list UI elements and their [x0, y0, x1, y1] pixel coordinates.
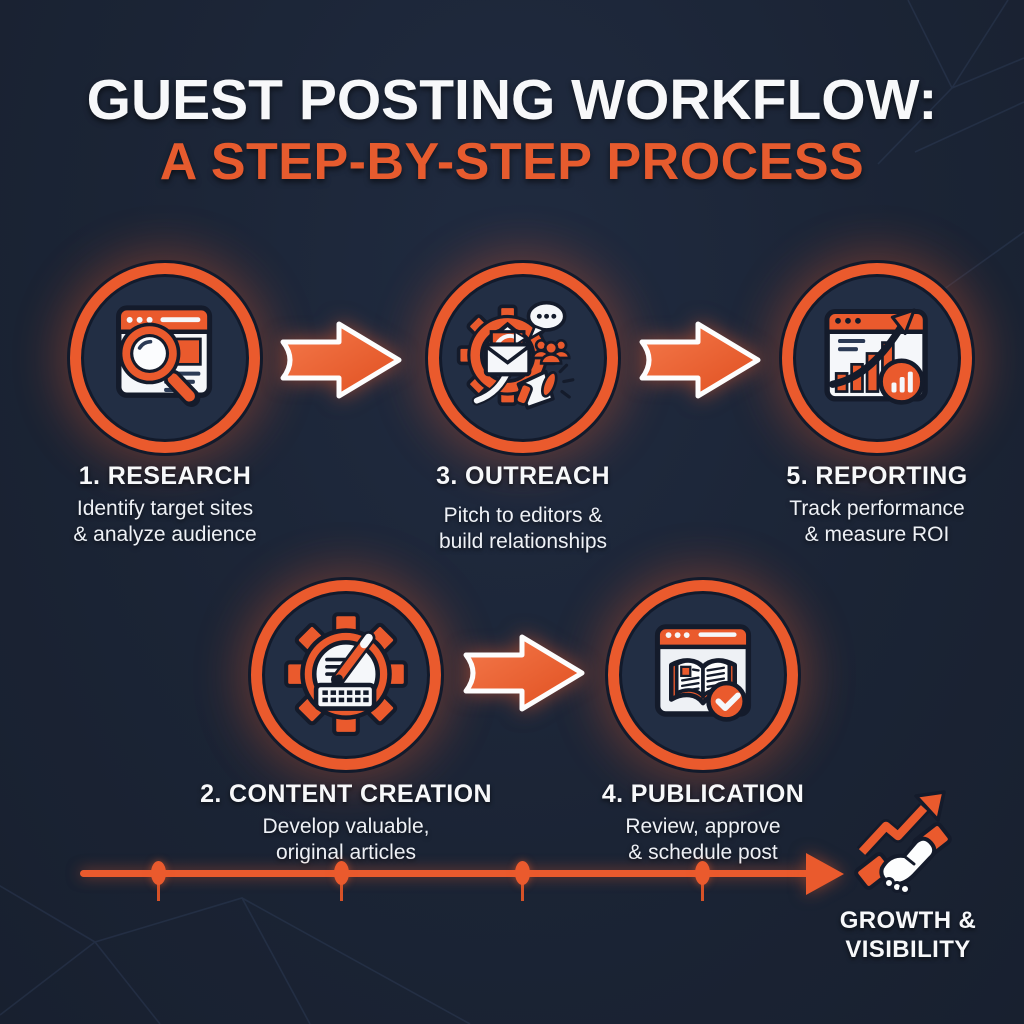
step-desc-line: & analyze audience [73, 523, 257, 547]
step-desc-line: & measure ROI [804, 523, 950, 547]
step-title: 5. REPORTING [786, 462, 968, 490]
outreach-gear-envelope-megaphone-icon [456, 300, 575, 410]
step-label-outreach: 3. OUTREACH Pitch to editors & build rel… [363, 462, 683, 556]
step-desc-line: build relationships [438, 530, 608, 554]
page-title: GUEST POSTING WORKFLOW: A STEP-BY-STEP P… [0, 68, 1024, 191]
step-title: 4. PUBLICATION [601, 780, 805, 808]
reporting-analytics-chart-icon [824, 308, 928, 405]
step-circle-research [70, 263, 260, 453]
step-desc-line: Review, approve [625, 815, 781, 838]
timeline-tick [701, 874, 704, 901]
step-label-research: 1. RESEARCH Identify target sites & anal… [5, 462, 325, 549]
step-title: 3. OUTREACH [436, 462, 610, 490]
step-desc-line: Identify target sites [76, 497, 254, 520]
timeline-line [80, 870, 810, 877]
page-title-line1: GUEST POSTING WORKFLOW: [86, 68, 938, 132]
content-creation-gear-pencil-keyboard-icon [284, 612, 408, 736]
page-title-line2: A STEP-BY-STEP PROCESS [159, 132, 865, 191]
step-circle-content-creation [251, 580, 441, 770]
timeline-arrowhead-icon [806, 853, 844, 895]
step-desc-line: Pitch to editors & [443, 504, 603, 527]
timeline-tick [157, 874, 160, 901]
step-title: 1. RESEARCH [78, 462, 252, 490]
timeline-dot [334, 861, 349, 885]
step-desc-line: original articles [275, 841, 417, 865]
step-circle-reporting [782, 263, 972, 453]
flow-arrow-icon [463, 634, 585, 712]
outcome-label: GROWTH & VISIBILITY [806, 906, 1010, 965]
timeline-dot [151, 861, 166, 885]
timeline-dot [695, 861, 710, 885]
handshake-growth-arrow-icon [854, 790, 952, 895]
step-label-publication: 4. PUBLICATION Review, approve & schedul… [543, 780, 863, 867]
research-browser-magnifier-icon [116, 305, 213, 407]
step-circle-publication [608, 580, 798, 770]
outcome-label-line2: VISIBILITY [845, 936, 971, 964]
publication-book-approved-icon [654, 624, 752, 722]
step-desc-line: Develop valuable, [262, 815, 430, 838]
flow-arrow-icon [280, 321, 402, 399]
step-title: 2. CONTENT CREATION [200, 780, 492, 808]
step-label-content-creation: 2. CONTENT CREATION Develop valuable, or… [176, 780, 516, 867]
step-label-reporting: 5. REPORTING Track performance & measure… [717, 462, 1024, 549]
step-desc-line: & schedule post [628, 841, 778, 865]
timeline-dot [515, 861, 530, 885]
timeline-tick [340, 874, 343, 901]
step-circle-outreach [428, 263, 618, 453]
flow-arrow-icon [639, 321, 761, 399]
step-desc-line: Track performance [789, 497, 965, 520]
timeline-tick [521, 874, 524, 901]
outcome-label-line1: GROWTH & [839, 907, 977, 934]
